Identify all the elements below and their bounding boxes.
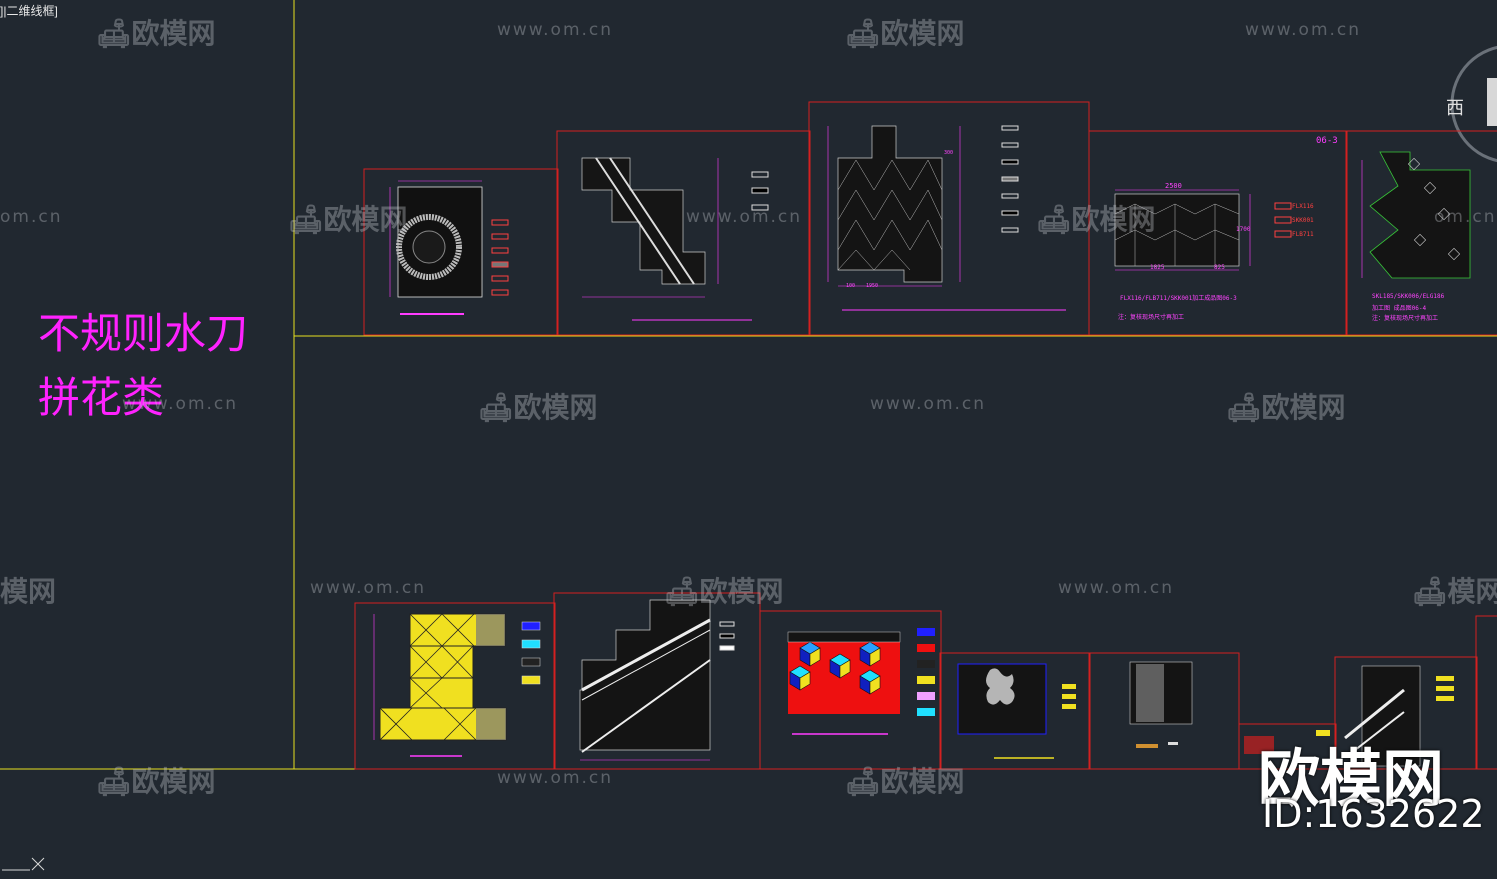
compass-west-label[interactable]: 西 (1446, 98, 1464, 119)
sheet4-dim-side: 1700 (1236, 226, 1251, 233)
sheet5-caption2: 加工图 成品图06-4 (1372, 305, 1427, 312)
sheet-diamond-arrow (1345, 130, 1497, 336)
sheet4-legend-b: SKK001 (1292, 217, 1314, 224)
sheet-circle-pattern (363, 168, 559, 336)
sheet-bars (1334, 656, 1478, 770)
sheet3-dim-bottom: 1950 (866, 283, 879, 289)
ucs-icon (2, 857, 45, 871)
sheet4-legend-c: FLB711 (1292, 231, 1314, 238)
sheet4-dim-right: 825 (1214, 264, 1225, 271)
sheet4-dim-left: 1825 (1150, 264, 1165, 271)
sheet4-dim-top: 2500 (1165, 182, 1182, 190)
sheet-small-red (1238, 723, 1337, 770)
sheet-stairs-diagonal (553, 592, 761, 770)
sheet4-caption: FLX116/FLB711/SKK001加工成品图06-3 (1120, 295, 1237, 302)
drawing-title-line1: 不规则水刀 (38, 309, 249, 358)
sheet3-dim-small: 100 (846, 283, 856, 289)
sheet-yellow-triangles (354, 602, 556, 770)
drawing-title-line2: 拼花类 (38, 373, 165, 422)
sheet5-note: 注：复核现场尺寸再加工 (1372, 315, 1439, 322)
sheet-triangle-mosaic (808, 101, 1090, 336)
sheet-puzzle (939, 652, 1091, 770)
viewcube-face (1487, 78, 1497, 126)
brand-id: ID:1632622 (1262, 792, 1485, 836)
sheet4-legend-a: FLX116 (1292, 203, 1314, 210)
viewport-label[interactable]: ]|二维线框] (0, 4, 58, 18)
sheet5-caption: SKL185/SKK006/ELG186 (1372, 293, 1445, 300)
sheet-diagonal-steps (556, 130, 811, 336)
sheet-cube-frames (1088, 130, 1348, 336)
sheet3-dim-side: 300 (944, 150, 954, 156)
sheet4-note: 注：复核现场尺寸再加工 (1118, 314, 1185, 321)
sheet-dotted (1088, 652, 1240, 770)
sheet-colored-cubes (759, 610, 942, 770)
brand-logo: 欧模网 (1258, 742, 1445, 815)
viewcube-compass (1450, 45, 1497, 163)
sheet4-code: 06-3 (1316, 136, 1338, 146)
sheet-edge (1475, 615, 1497, 770)
